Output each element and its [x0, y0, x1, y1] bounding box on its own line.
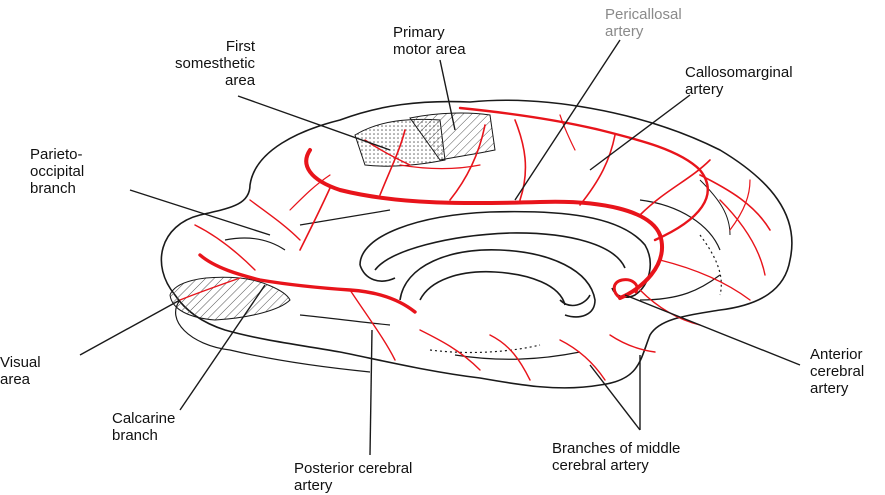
label-calcarine-branch: Calcarine branch: [112, 410, 175, 444]
label-pericallosal-artery: Pericallosal artery: [605, 6, 682, 40]
leader-pericallosal: [515, 40, 620, 200]
label-primary-motor-area: Primary motor area: [393, 24, 466, 58]
leader-callosomarginal: [590, 95, 690, 170]
leader-somesthetic: [238, 96, 390, 150]
label-parieto-occipital-branch: Parieto- occipital branch: [30, 146, 84, 197]
leader-visual: [80, 300, 180, 355]
label-visual-area: Visual area: [0, 354, 41, 388]
label-callosomarginal-artery: Callosomarginal artery: [685, 64, 793, 98]
visual-area: [170, 277, 290, 320]
label-branches-middle-cerebral-artery: Branches of middle cerebral artery: [552, 440, 680, 474]
motor-sensory-areas: [355, 113, 495, 166]
label-posterior-cerebral-artery: Posterior cerebral artery: [294, 460, 412, 494]
leader-anterior-cerebral: [625, 295, 800, 365]
label-anterior-cerebral-artery: Anterior cerebral artery: [810, 346, 864, 397]
leader-posterior-cerebral: [370, 330, 372, 455]
leader-middle-1: [590, 365, 640, 430]
label-first-somesthetic-area: First somesthetic area: [175, 38, 255, 89]
